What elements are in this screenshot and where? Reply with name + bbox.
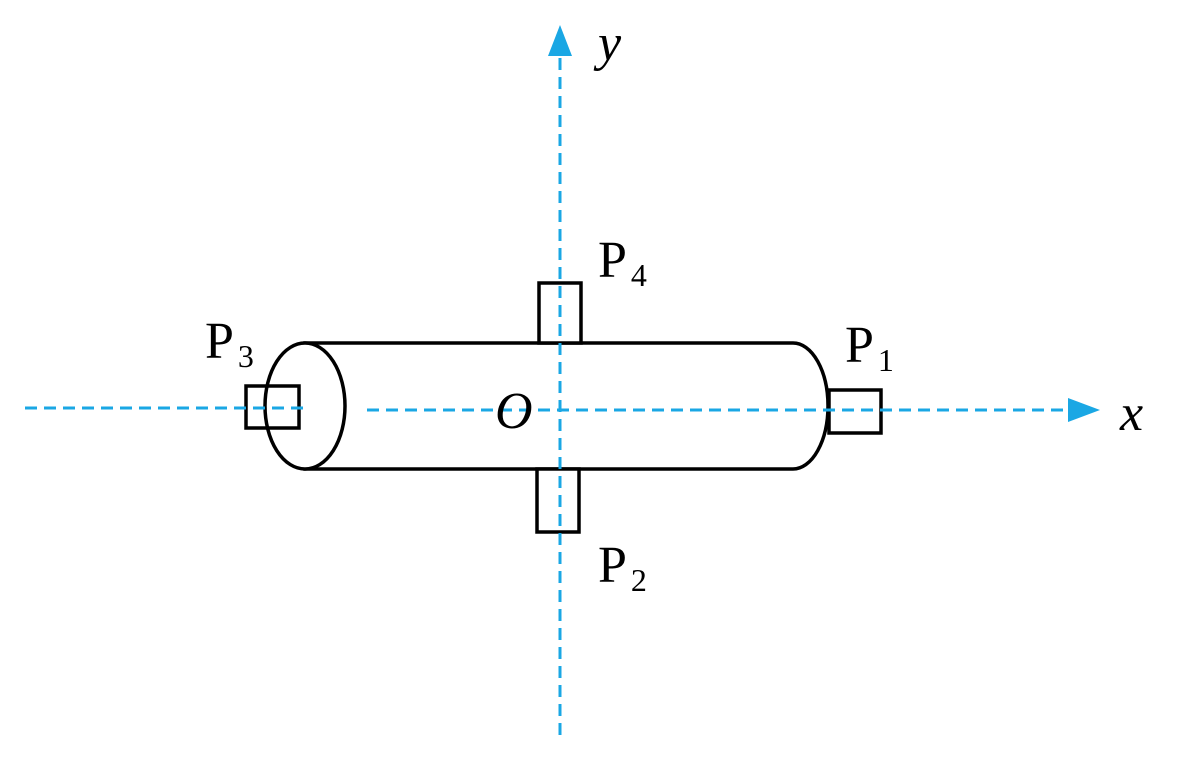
x-axis-label: x	[1119, 385, 1143, 442]
label-p2-base: P	[598, 537, 627, 594]
label-p4-base: P	[598, 232, 627, 289]
x-axis-arrowhead	[1068, 398, 1100, 422]
y-axis-label: y	[593, 15, 622, 72]
y-axis-arrowhead	[548, 25, 572, 56]
label-p1-sub: 1	[878, 342, 894, 378]
label-p2-sub: 2	[631, 562, 647, 598]
label-p1-base: P	[845, 317, 874, 374]
tab-p2	[535, 467, 581, 534]
tab-p1	[827, 388, 883, 435]
label-p3-base: P	[205, 313, 234, 370]
label-p4-sub: 4	[631, 257, 647, 293]
cylinder-body	[303, 341, 830, 471]
cylinder-left-face	[263, 341, 347, 471]
label-p3-sub: 3	[238, 338, 254, 374]
origin-label: O	[495, 383, 533, 440]
